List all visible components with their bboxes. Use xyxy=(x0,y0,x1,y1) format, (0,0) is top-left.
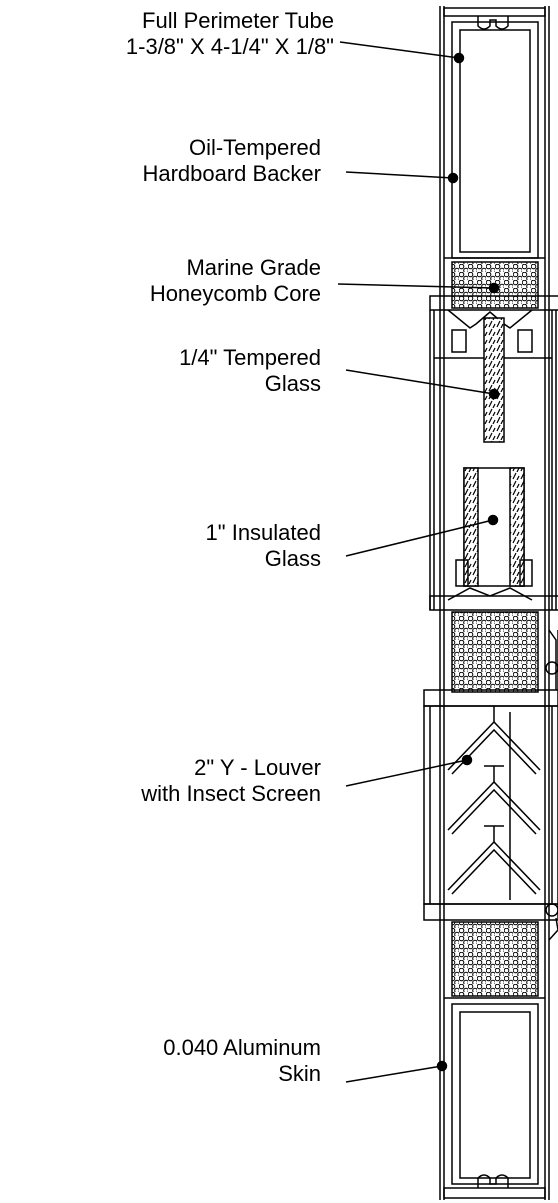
callout-hardboard-backer-line-1: Oil-Tempered xyxy=(188,135,321,160)
leader-dot-tempered-glass xyxy=(488,388,500,400)
callout-y-louver-line-1: 2" Y - Louver xyxy=(194,755,321,780)
leader-y-louver xyxy=(345,759,468,787)
leader-dot-hardboard-backer xyxy=(447,172,459,184)
honeycomb-core-bottom xyxy=(451,921,539,997)
leader-dot-y-louver xyxy=(461,754,473,766)
callout-aluminum-skin-line-2: Skin xyxy=(278,1061,321,1086)
callout-perimeter-tube: Full Perimeter Tube 1-3/8" X 4-1/4" X 1/… xyxy=(126,8,334,60)
leader-aluminum-skin xyxy=(345,1065,443,1083)
leader-hardboard-backer xyxy=(345,171,454,179)
bottom-perimeter-tube xyxy=(443,997,546,1199)
door-profile xyxy=(439,6,550,1200)
leader-perimeter-tube xyxy=(339,41,460,59)
leader-lines xyxy=(337,41,500,1083)
leader-dot-perimeter-tube xyxy=(453,52,465,64)
tempered-glass-pane xyxy=(483,317,505,443)
callout-tempered-glass-line-2: Glass xyxy=(264,371,321,396)
leader-honeycomb-core xyxy=(337,283,495,289)
callout-aluminum-skin: 0.040 Aluminum Skin xyxy=(163,1035,321,1087)
insulated-glass-unit xyxy=(429,467,558,611)
callout-honeycomb-core-line-1: Marine Grade xyxy=(186,255,321,280)
leader-dot-aluminum-skin xyxy=(436,1060,448,1072)
honeycomb-core-middle xyxy=(451,611,539,693)
callout-tempered-glass-line-1: 1/4" Tempered xyxy=(179,345,321,370)
callout-insulated-glass: 1" Insulated Glass xyxy=(206,520,321,572)
callout-insulated-glass-line-1: 1" Insulated xyxy=(205,520,321,545)
callout-perimeter-tube-line-1: Full Perimeter Tube xyxy=(142,8,334,33)
callout-perimeter-tube-line-2: 1-3/8" X 4-1/4" X 1/8" xyxy=(125,34,334,59)
callout-y-louver: 2" Y - Louver with Insect Screen xyxy=(141,755,321,807)
callout-hardboard-backer: Oil-Tempered Hardboard Backer xyxy=(142,135,321,187)
callout-hardboard-backer-line-2: Hardboard Backer xyxy=(142,161,321,186)
glass-frame-upper xyxy=(429,295,558,610)
louver-frame xyxy=(423,629,558,941)
callout-aluminum-skin-line-1: 0.040 Aluminum xyxy=(163,1035,321,1060)
callout-tempered-glass: 1/4" Tempered Glass xyxy=(179,345,321,397)
leader-dot-insulated-glass xyxy=(487,514,499,526)
leader-dot-honeycomb-core xyxy=(488,282,500,294)
callout-honeycomb-core-line-2: Honeycomb Core xyxy=(149,281,321,306)
callout-insulated-glass-line-2: Glass xyxy=(264,546,321,571)
leader-insulated-glass xyxy=(345,519,494,557)
callout-y-louver-line-2: with Insect Screen xyxy=(141,781,321,806)
leader-tempered-glass xyxy=(345,369,495,395)
callout-honeycomb-core: Marine Grade Honeycomb Core xyxy=(150,255,321,307)
